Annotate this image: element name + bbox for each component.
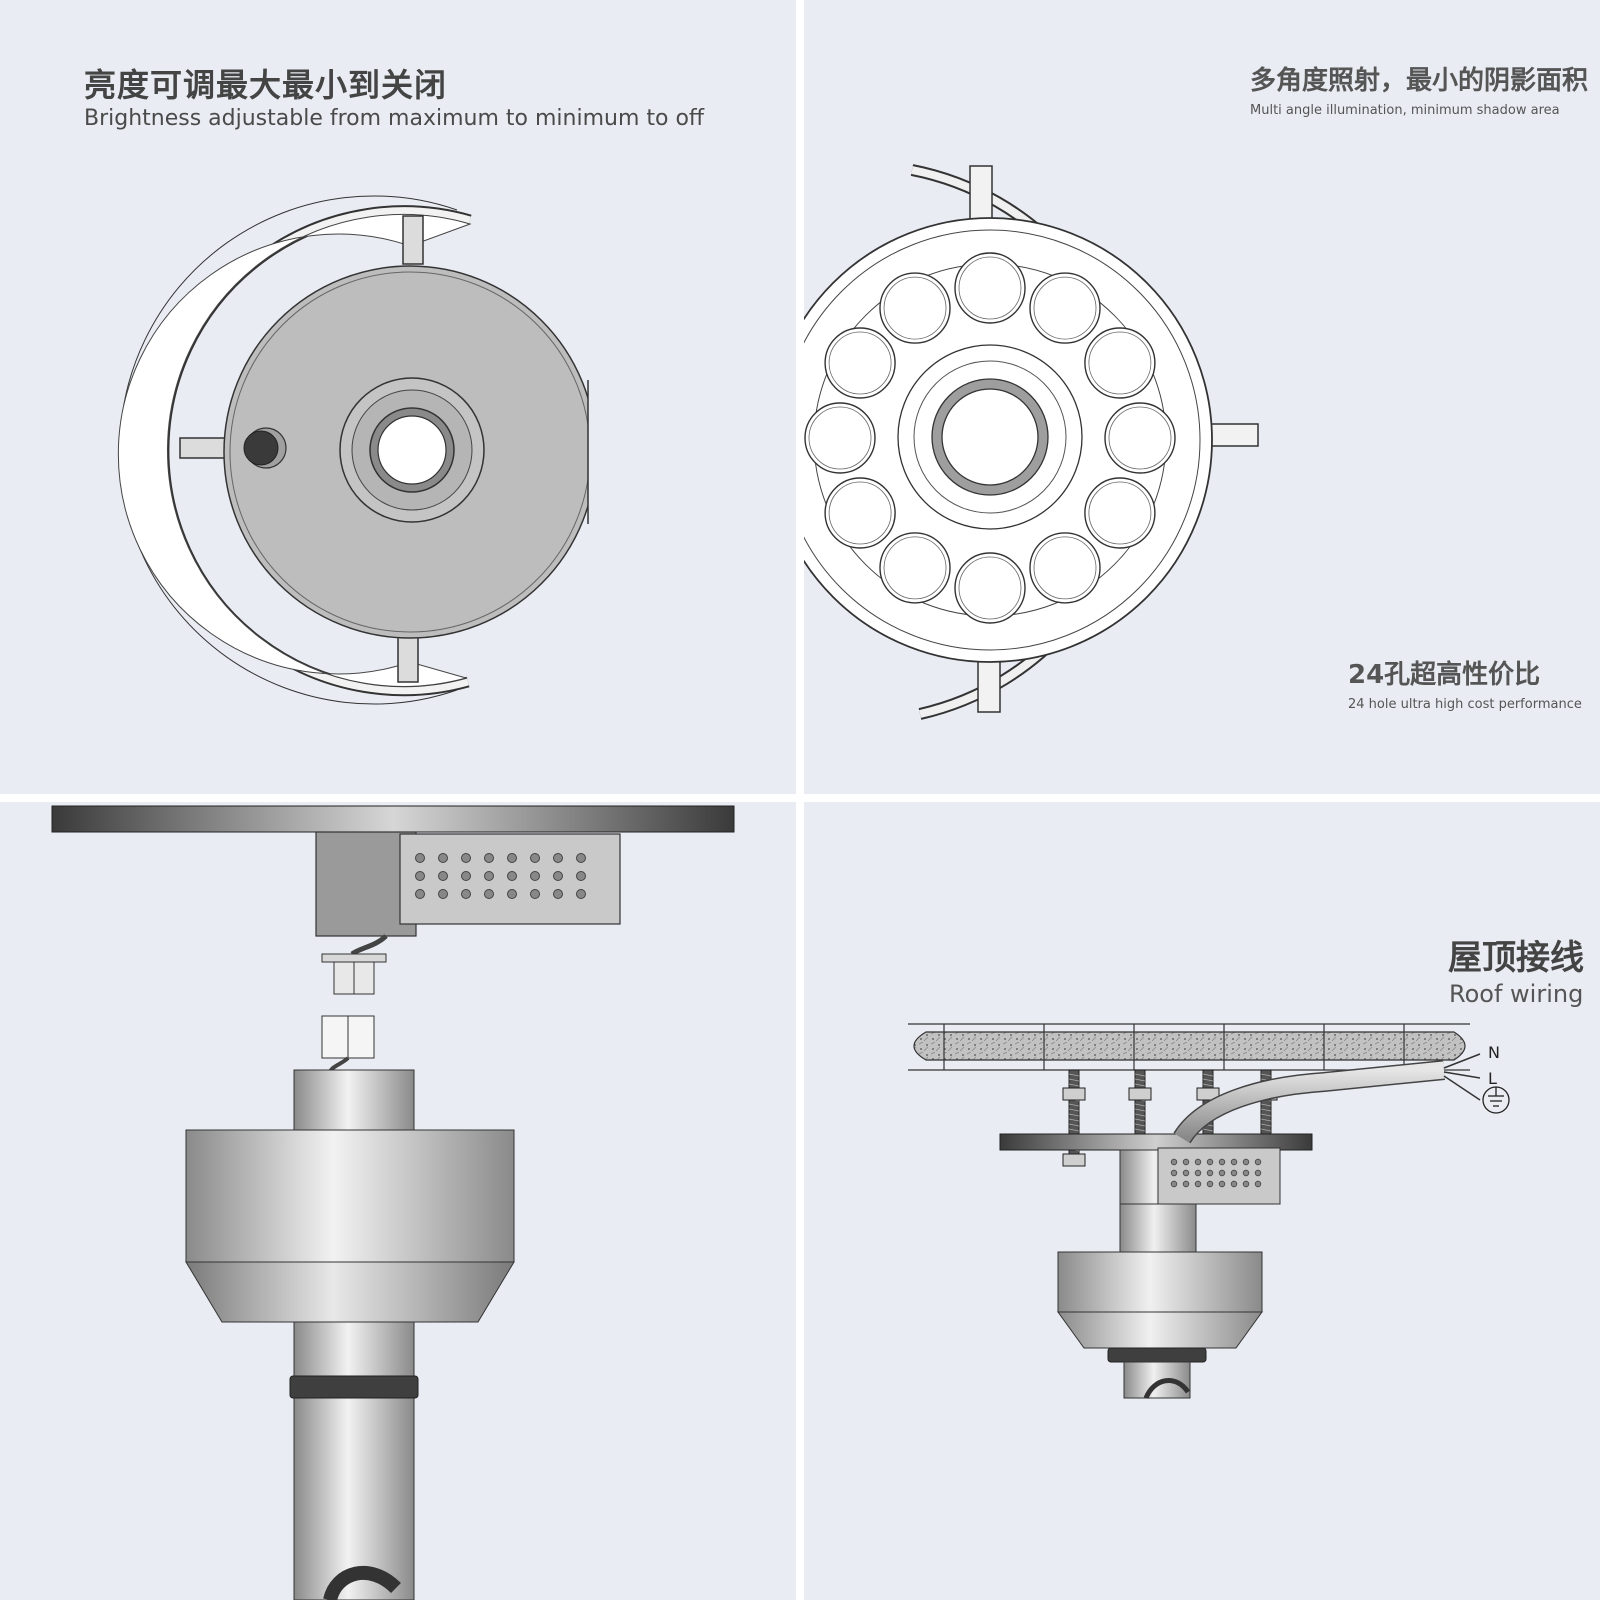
hole-count-title-en: 24 hole ultra high cost performance	[1348, 697, 1582, 712]
led-hole	[954, 252, 1026, 324]
led-hole-ring	[804, 252, 1176, 624]
handle-socket	[377, 415, 447, 485]
lower-column	[1123, 1361, 1191, 1399]
strut-left	[179, 437, 229, 459]
ceiling-slab	[913, 1031, 1466, 1061]
wire-live	[1443, 1071, 1481, 1079]
wire-ground	[1443, 1075, 1481, 1101]
led-hole	[1084, 477, 1156, 549]
mount-box	[315, 831, 417, 937]
column-collar	[1107, 1347, 1207, 1363]
terminal-holes	[1170, 1158, 1262, 1188]
column-collar	[289, 1375, 419, 1399]
roof-wiring-title-en: Roof wiring	[1449, 980, 1584, 1008]
label-live: L	[1488, 1069, 1497, 1088]
ground-icon	[1482, 1086, 1510, 1114]
led-hole	[1104, 402, 1176, 474]
led-hole	[1084, 327, 1156, 399]
terminal-block	[1157, 1147, 1281, 1205]
multi-angle-title-zh: 多角度照射，最小的阴影面积	[1250, 66, 1589, 96]
roof-wiring-title-zh: 屋顶接线	[1448, 938, 1584, 978]
hole-count-title-zh: 24孔超高性价比	[1348, 660, 1541, 690]
main-housing	[1057, 1251, 1263, 1313]
strut-bottom	[977, 655, 1001, 713]
led-hole	[879, 272, 951, 344]
brightness-title-zh: 亮度可调最大最小到关闭	[84, 66, 448, 104]
lamp-head-back-illustration	[117, 195, 589, 705]
led-hole	[824, 327, 896, 399]
ceiling-plate	[51, 805, 735, 833]
panel-mount	[0, 802, 796, 1600]
led-hole	[824, 477, 896, 549]
led-hole	[804, 402, 876, 474]
ceiling-mount-illustration	[51, 805, 735, 1600]
panel-brightness: 亮度可调最大最小到关闭 Brightness adjustable from m…	[0, 0, 796, 794]
strut-top	[969, 165, 993, 223]
support-column	[293, 1321, 415, 1600]
led-hole	[879, 532, 951, 604]
led-hole	[954, 552, 1026, 624]
terminal-holes	[415, 853, 586, 899]
upper-cylinder	[293, 1069, 415, 1133]
panel-multi-angle: 多角度照射，最小的阴影面积 Multi angle illumination, …	[804, 0, 1600, 794]
brightness-title-en: Brightness adjustable from maximum to mi…	[84, 106, 705, 131]
dimmer-knob-icon	[243, 430, 279, 466]
roof-wiring-illustration: N L	[908, 1023, 1510, 1400]
housing-cone	[185, 1261, 515, 1323]
led-hole	[1029, 532, 1101, 604]
housing-cone	[1057, 1311, 1263, 1349]
strut-bottom	[397, 633, 419, 683]
main-housing	[185, 1129, 515, 1263]
wire-neutral	[1443, 1053, 1481, 1069]
panel-roof-wiring: 屋顶接线 Roof wiring	[804, 802, 1600, 1600]
strut-top	[402, 215, 424, 265]
multi-angle-title-en: Multi angle illumination, minimum shadow…	[1250, 103, 1560, 118]
label-neutral: N	[1488, 1043, 1500, 1062]
lamp-head-front-illustration	[804, 164, 1259, 720]
led-hole	[1029, 272, 1101, 344]
